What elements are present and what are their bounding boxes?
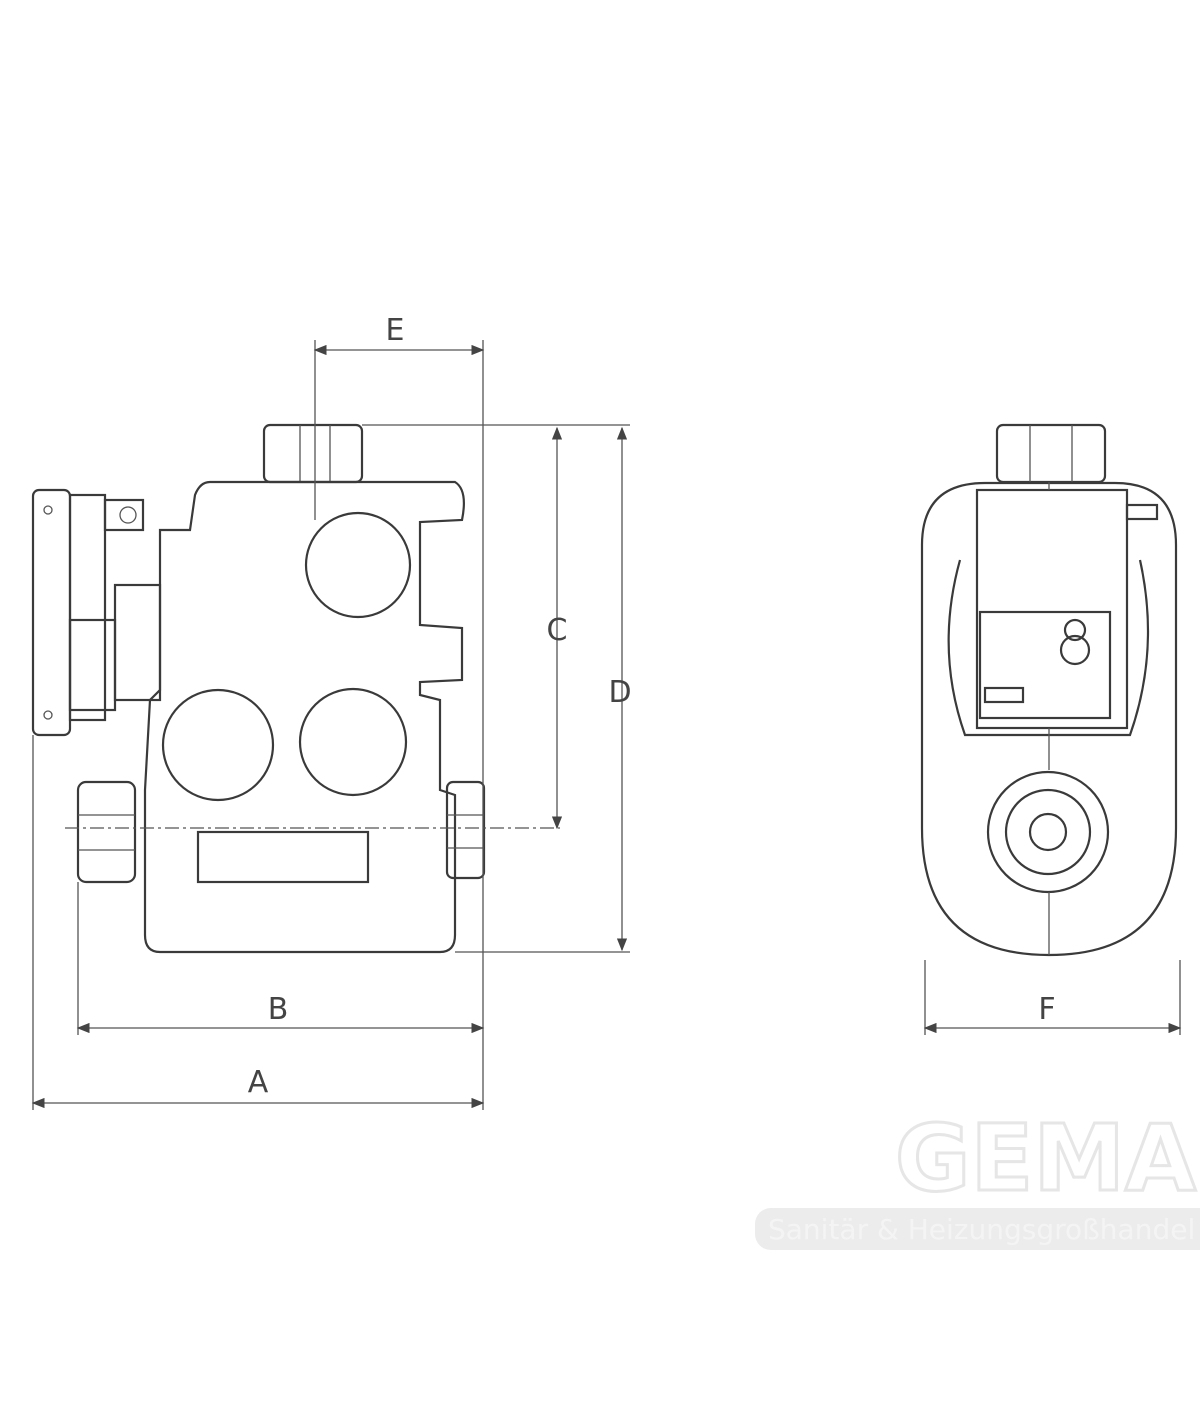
port-circle-right (298, 687, 408, 797)
svg-text:Sanitär & Heizungsgroßhandel: Sanitär & Heizungsgroßhandel (768, 1213, 1195, 1246)
label-plate (196, 830, 370, 884)
dim-label-d: D (608, 675, 631, 710)
right-nut (445, 780, 486, 880)
motor-box (975, 488, 1129, 730)
side-view (31, 423, 560, 954)
svg-text:GEMA: GEMA (895, 1105, 1196, 1212)
port-circle-top (304, 511, 412, 619)
dim-label-e: E (386, 313, 405, 348)
dimensions: E C D B A F (31, 313, 1182, 1110)
port-circle-left (161, 688, 275, 802)
front-top-nut (995, 423, 1107, 484)
dim-label-f: F (1038, 992, 1055, 1027)
top-nut (262, 423, 364, 484)
dim-label-c: C (547, 613, 568, 648)
dim-label-a: A (248, 1065, 269, 1100)
valve-body (143, 480, 465, 954)
pump-flange (31, 488, 72, 737)
dim-label-b: B (268, 992, 289, 1027)
gema-watermark-logo: GEMA Sanitär & Heizungsgroßhandel (755, 1104, 1200, 1250)
front-view (920, 423, 1178, 957)
left-nut (76, 780, 137, 884)
outlet-port (986, 770, 1110, 894)
